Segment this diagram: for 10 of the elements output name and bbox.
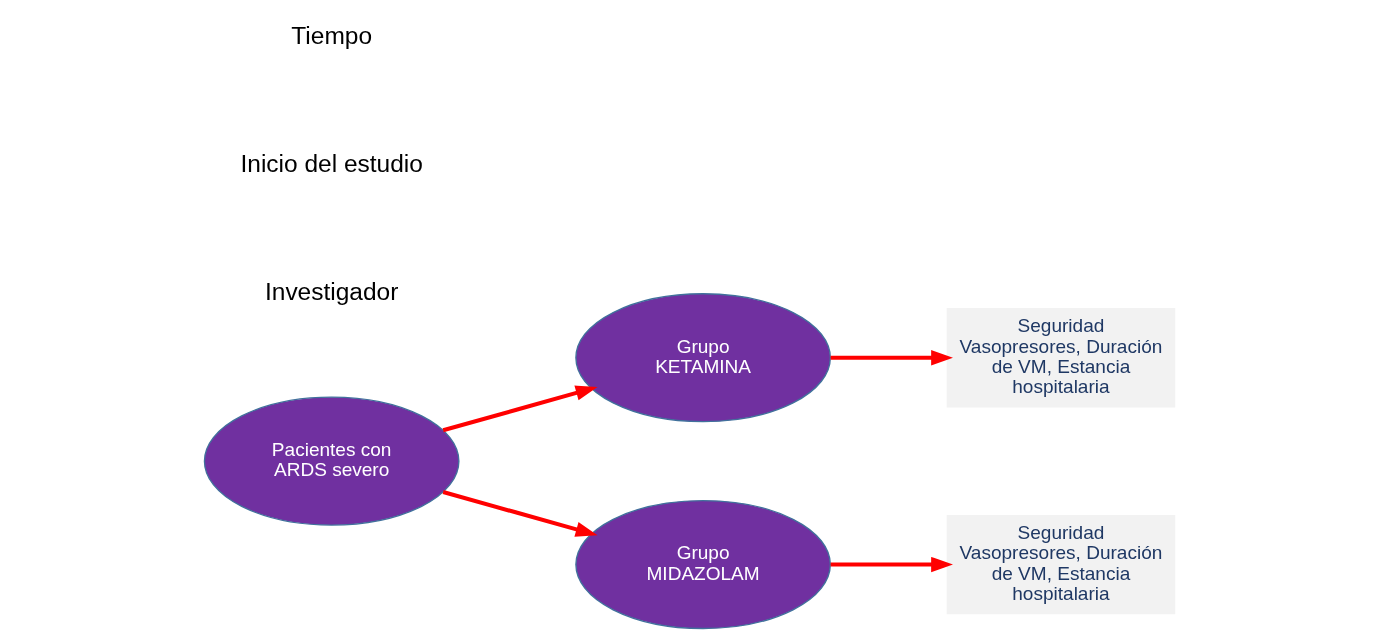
arrow — [442, 385, 598, 433]
arrow — [442, 490, 598, 537]
label: Tiempo — [291, 21, 373, 49]
label: Investigador — [264, 277, 399, 305]
arrow — [830, 350, 953, 366]
arrow — [830, 556, 953, 573]
node-box: Seguridad Vasopresores, Duración de VM, Estancia hospitalaria — [946, 514, 1176, 615]
label: Inicio del estudio — [240, 149, 423, 177]
node-box: Seguridad Vasopresores, Duración de VM, Estancia hospitalaria — [946, 308, 1176, 408]
node-ellipse: Pacientes con ARDS severo — [203, 396, 460, 526]
